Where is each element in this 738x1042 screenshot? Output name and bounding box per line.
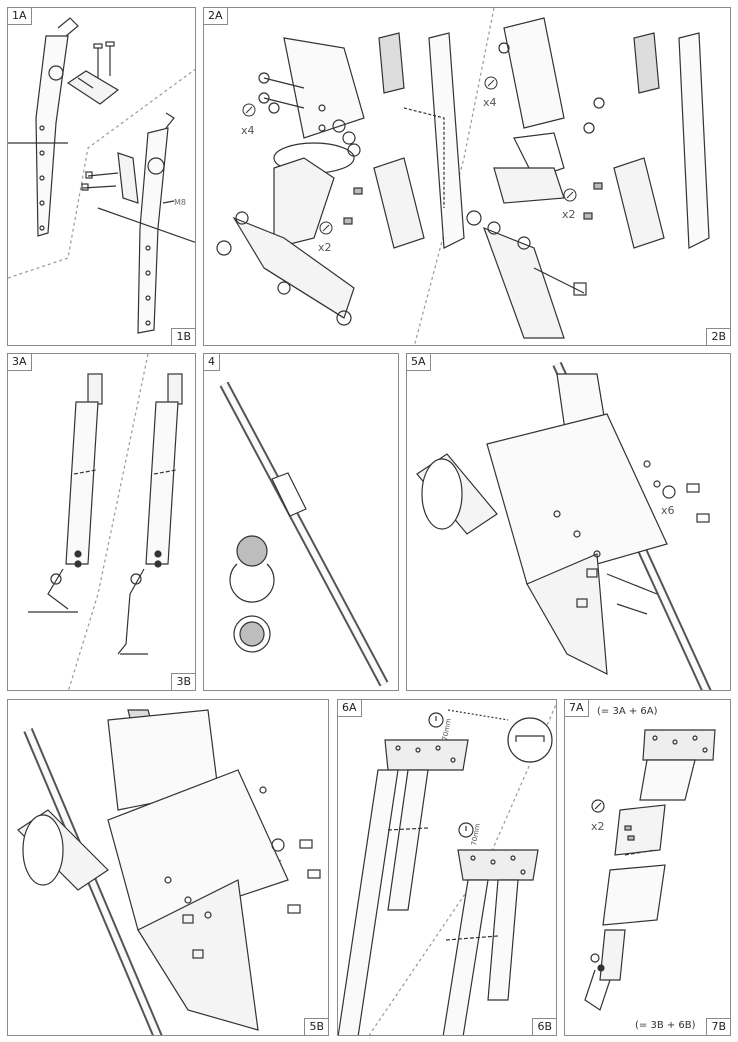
washer-icon [216,240,232,256]
qty-2b-bolts: x2 [562,208,576,221]
panel-5a: 5A x6 [406,353,731,691]
panel-2: 2A 2B x4 x2 x4 x2 [203,7,731,346]
caution-icon [428,712,444,728]
qty-5a-bolts: x6 [661,504,675,517]
panel-3b-label: 3B [171,673,195,690]
qty-2a-bolts: x2 [318,241,332,254]
panel-6a-label: 6A [338,700,362,717]
panel-1b-label: 1B [171,328,195,345]
panel-7a-label: 7A [565,700,589,717]
panel-4: 4 [203,353,399,691]
panel-1: 1A 1B M8 [7,7,196,346]
panel-5b-label: 5B [304,1018,328,1035]
caution-icon [458,822,474,838]
panel-5a-label: 5A [407,354,431,371]
panel-4-label: 4 [204,354,220,371]
panel-5b-illustration [17,709,321,1035]
panel-1-illustration [8,17,195,334]
panel-2a-label: 2A [204,8,228,25]
panel-4-illustration [219,381,389,687]
panel-7-illustration [584,729,716,1011]
panel-1a-label: 1A [8,8,32,25]
panel-7a-note: (= 3A + 6A) [597,706,658,717]
panel-7b-note: (= 3B + 6B) [635,1020,696,1031]
panel-6-illustration [338,703,556,1035]
channel-profile-icon [515,735,545,742]
bolt-icon [573,282,587,296]
panel-7: 7A 7B (= 3A + 6A) (= 3B + 6B) x2 [564,699,731,1036]
qty-7-bolts: x2 [591,820,605,833]
screwdriver-icon [662,485,676,499]
screwdriver-icon [591,799,605,813]
panel-3-illustration [28,354,183,690]
panel-7b-label: 7B [706,1018,730,1035]
qty-2a-washers: x4 [241,124,255,137]
panel-5a-illustration [416,361,712,690]
panel-5b: 5B x6 [7,699,329,1036]
panel-2b-label: 2B [706,328,730,345]
panel-6b-label: 6B [532,1018,556,1035]
screwdriver-icon [271,838,285,852]
panel-3: 3A 3B [7,353,196,691]
screwdriver-icon [242,76,577,235]
panel-3a-label: 3A [8,354,32,371]
bolt-spec-label: M8 [174,198,186,207]
qty-2b-washers: x4 [483,96,497,109]
panel-2-illustration [216,8,710,345]
panel-6: 6A 6B 70mm 70mm [337,699,557,1036]
